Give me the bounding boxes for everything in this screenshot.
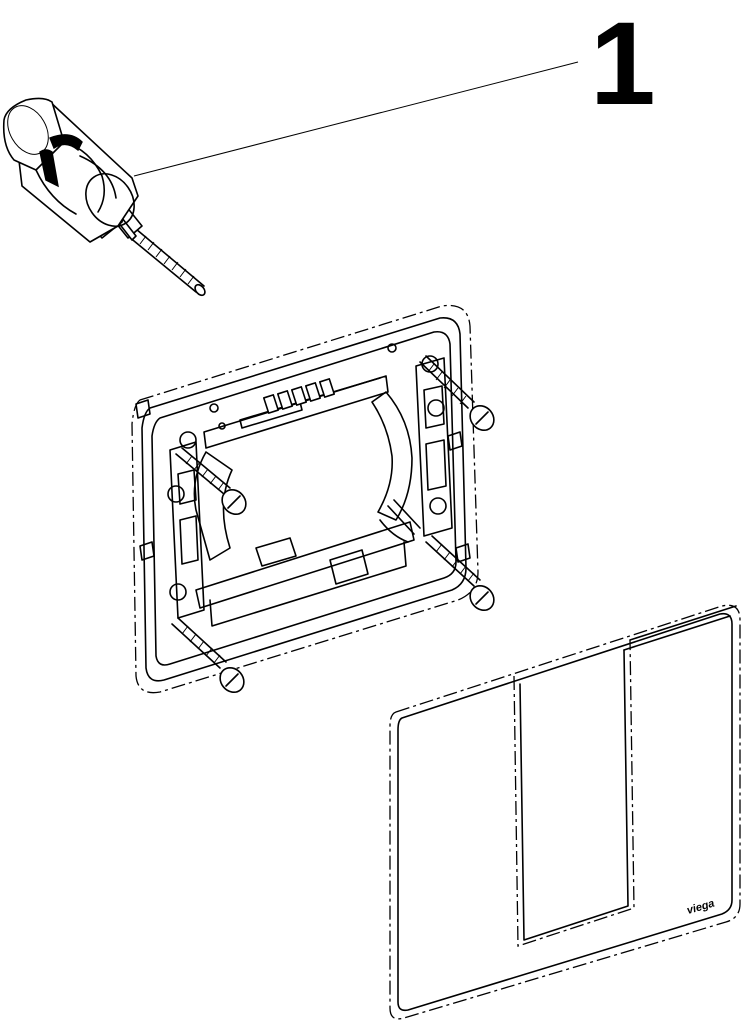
- screw-top-right: [419, 355, 495, 432]
- callout-number: 1: [590, 0, 656, 130]
- connector-links: [262, 378, 336, 414]
- actuator-valve-part: [2, 97, 206, 297]
- screw-upper-left: [175, 447, 247, 516]
- screw-lower-left: [171, 617, 245, 694]
- screw-center-small: [387, 499, 421, 535]
- screw-lower-right: [425, 535, 495, 612]
- callout-leader-line: [133, 61, 579, 177]
- flush-button-large: [623, 605, 737, 651]
- flush-button-small: [513, 639, 635, 947]
- viega-logo: viega: [686, 898, 716, 917]
- cover-plate: viega: [389, 604, 741, 1020]
